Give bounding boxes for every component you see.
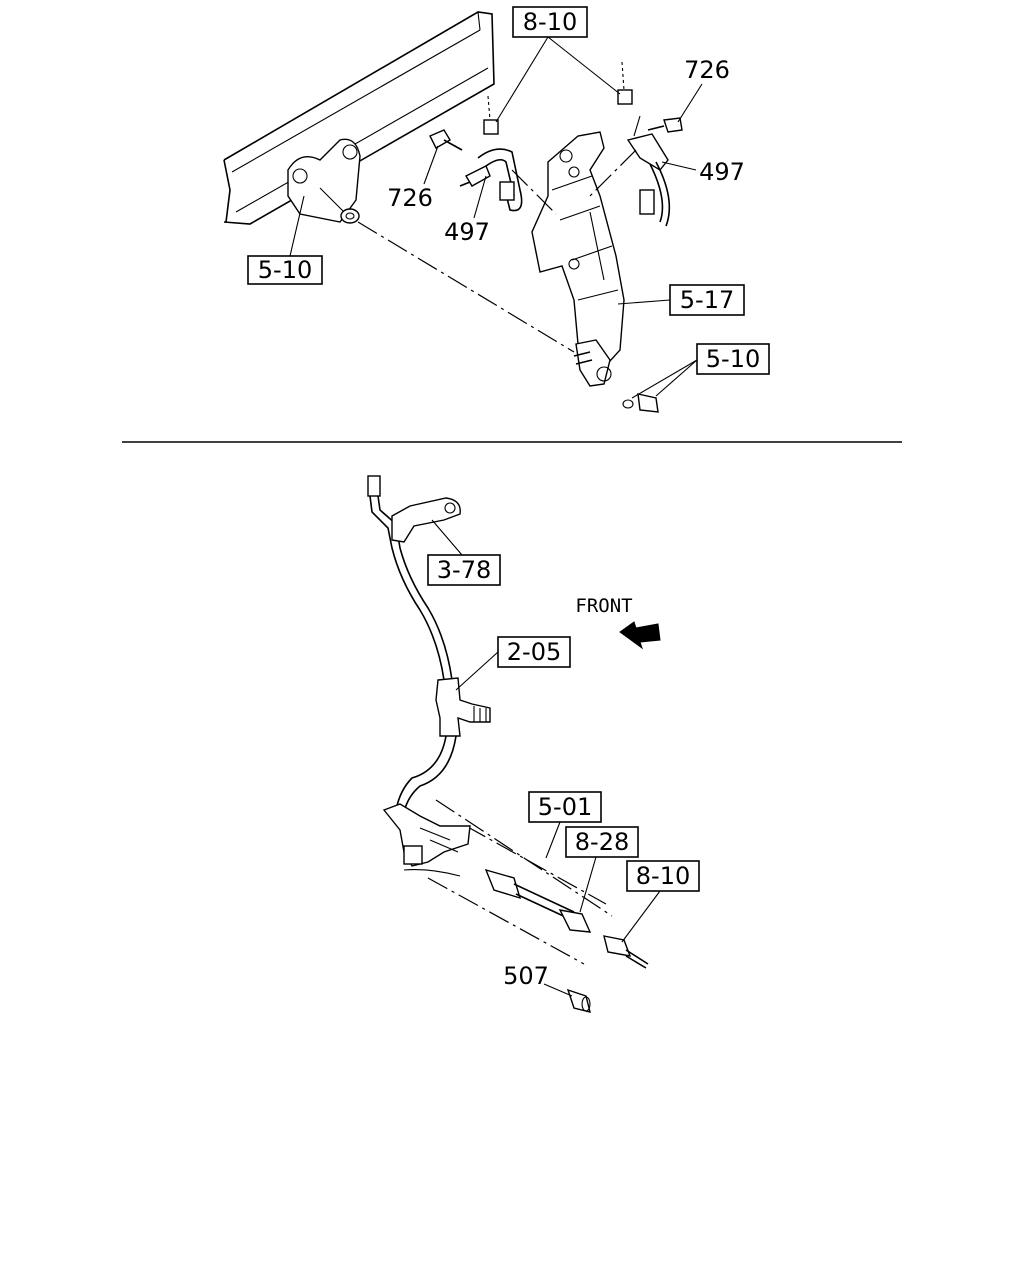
tee-fitting bbox=[435, 677, 491, 737]
callout-8-10-bottom: 8-10 bbox=[636, 862, 690, 890]
frame-bracket bbox=[287, 138, 361, 224]
fittings-497 bbox=[459, 165, 491, 187]
connector-plug bbox=[603, 935, 649, 969]
leader-dash-bracket bbox=[357, 221, 575, 353]
sensor-rod bbox=[484, 868, 592, 933]
callout-8-28: 8-28 bbox=[575, 828, 629, 856]
bottom-callouts: 3-78 FRONT 2-05 5-01 8-28 8-10 507 bbox=[427, 519, 700, 997]
lower-bolts bbox=[622, 393, 659, 413]
wheel-cylinder bbox=[382, 803, 471, 867]
callout-8-10-top: 8-10 bbox=[523, 8, 577, 36]
callout-726-right: 726 bbox=[684, 56, 730, 84]
callout-507: 507 bbox=[503, 962, 549, 990]
lower-pipe bbox=[395, 735, 457, 813]
bottom-assembly bbox=[367, 475, 661, 1013]
bolts-726 bbox=[429, 117, 683, 151]
callout-5-10-right: 5-10 bbox=[706, 345, 760, 373]
hose-assembly bbox=[477, 148, 557, 215]
frame-rail bbox=[223, 11, 495, 225]
clip-pins bbox=[483, 61, 633, 135]
callout-726-left: 726 bbox=[387, 184, 433, 212]
brake-pipe bbox=[367, 475, 453, 681]
front-arrow bbox=[619, 621, 661, 650]
pipe-bracket bbox=[391, 497, 461, 543]
callout-497-left: 497 bbox=[444, 218, 490, 246]
callout-5-10-left: 5-10 bbox=[258, 256, 312, 284]
callout-5-01: 5-01 bbox=[538, 793, 592, 821]
front-label: FRONT bbox=[575, 595, 632, 617]
part-507-cap bbox=[566, 988, 591, 1013]
top-assembly bbox=[223, 11, 683, 413]
right-hose bbox=[589, 115, 671, 227]
tilt-cylinder bbox=[531, 131, 625, 387]
callout-5-17: 5-17 bbox=[680, 286, 734, 314]
axle-centerlines bbox=[403, 799, 613, 965]
callout-2-05: 2-05 bbox=[507, 638, 561, 666]
callout-3-78: 3-78 bbox=[437, 556, 491, 584]
top-callouts: 8-10 726 497 726 497 5-10 5-17 5-10 bbox=[247, 6, 770, 399]
callout-497-right: 497 bbox=[699, 158, 745, 186]
